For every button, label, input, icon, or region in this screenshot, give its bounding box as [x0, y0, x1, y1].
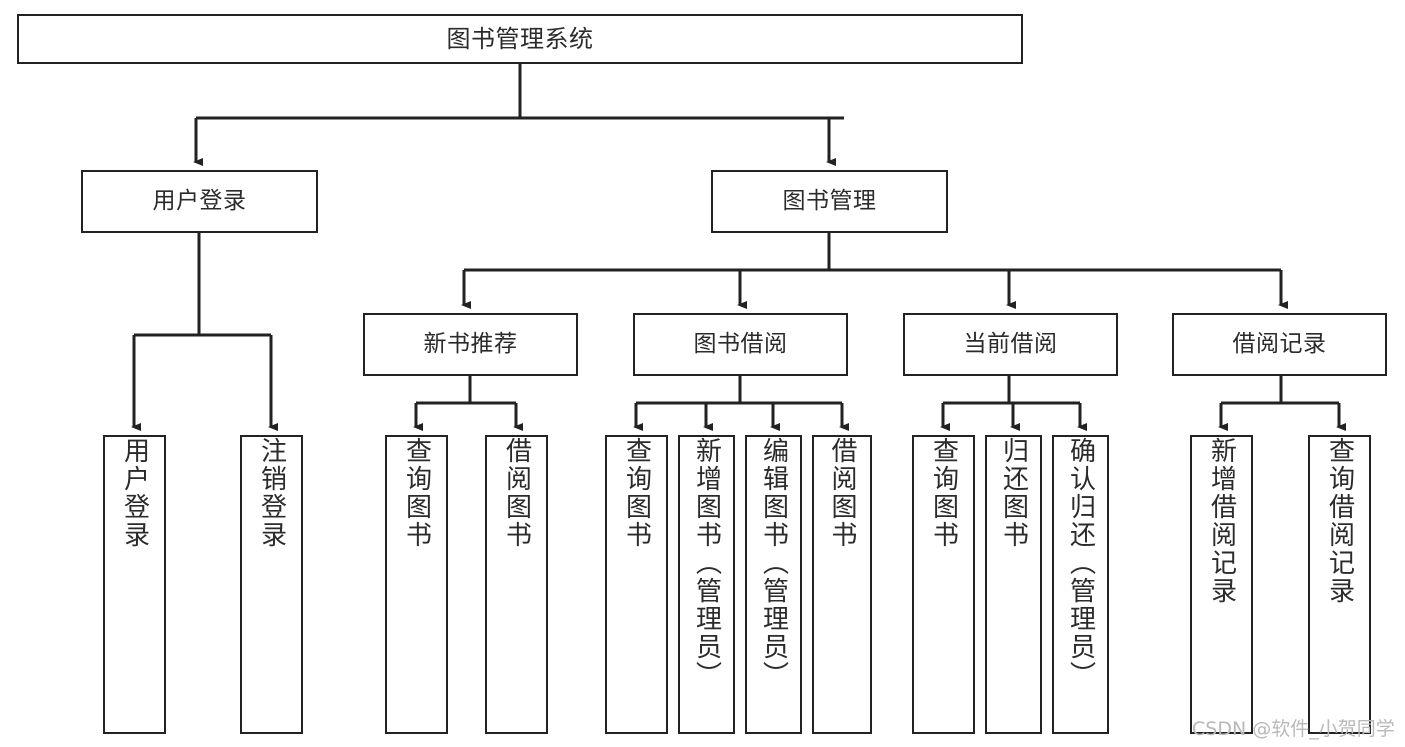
node-leaf-query-book-2-label: 查询图书	[621, 437, 652, 549]
node-root-label: 图书管理系统	[446, 24, 594, 53]
node-user-login[interactable]: 用户登录	[81, 170, 318, 233]
node-leaf-add-record[interactable]: 新增借阅记录	[1190, 435, 1253, 734]
node-leaf-logout[interactable]: 注销登录	[240, 435, 303, 734]
node-book-management-label: 图书管理	[782, 187, 877, 214]
node-leaf-add-book[interactable]: 新增图书（管理员）	[678, 435, 735, 734]
node-borrow-record-label: 借阅记录	[1232, 330, 1327, 357]
node-leaf-logout-label: 注销登录	[256, 437, 287, 549]
node-leaf-user-login[interactable]: 用户登录	[103, 435, 166, 734]
node-leaf-edit-book-label: 编辑图书（管理员）	[758, 437, 789, 689]
node-user-login-label: 用户登录	[152, 187, 247, 214]
node-root[interactable]: 图书管理系统	[17, 14, 1023, 64]
node-leaf-query-book-3[interactable]: 查询图书	[912, 435, 975, 734]
node-leaf-borrow-book-2-label: 借阅图书	[827, 437, 858, 549]
node-leaf-edit-book[interactable]: 编辑图书（管理员）	[745, 435, 802, 734]
node-leaf-user-login-label: 用户登录	[119, 437, 150, 549]
node-leaf-query-book-1[interactable]: 查询图书	[385, 435, 448, 734]
node-leaf-add-book-label: 新增图书（管理员）	[691, 437, 722, 689]
node-leaf-add-record-label: 新增借阅记录	[1206, 437, 1237, 605]
node-book-management[interactable]: 图书管理	[711, 170, 948, 233]
node-leaf-borrow-book-1-label: 借阅图书	[501, 437, 532, 549]
node-leaf-query-record-label: 查询借阅记录	[1324, 437, 1355, 605]
node-leaf-borrow-book-1[interactable]: 借阅图书	[485, 435, 548, 734]
node-book-borrow-label: 图书借阅	[693, 330, 788, 357]
node-current-borrow[interactable]: 当前借阅	[903, 313, 1118, 376]
node-leaf-confirm-return[interactable]: 确认归还（管理员）	[1052, 435, 1109, 734]
node-leaf-return-book[interactable]: 归还图书	[985, 435, 1042, 734]
node-new-book-recommend[interactable]: 新书推荐	[363, 313, 578, 376]
node-leaf-query-book-3-label: 查询图书	[928, 437, 959, 549]
node-book-borrow[interactable]: 图书借阅	[633, 313, 848, 376]
node-new-book-recommend-label: 新书推荐	[423, 330, 518, 357]
csdn-watermark: CSDN @软件_小贺同学	[1192, 718, 1395, 740]
node-leaf-confirm-return-label: 确认归还（管理员）	[1065, 437, 1096, 689]
node-leaf-borrow-book-2[interactable]: 借阅图书	[812, 435, 872, 734]
node-leaf-return-book-label: 归还图书	[998, 437, 1029, 549]
node-leaf-query-book-2[interactable]: 查询图书	[605, 435, 668, 734]
node-current-borrow-label: 当前借阅	[963, 330, 1058, 357]
node-leaf-query-record[interactable]: 查询借阅记录	[1308, 435, 1371, 734]
node-borrow-record[interactable]: 借阅记录	[1172, 313, 1387, 376]
node-leaf-query-book-1-label: 查询图书	[401, 437, 432, 549]
